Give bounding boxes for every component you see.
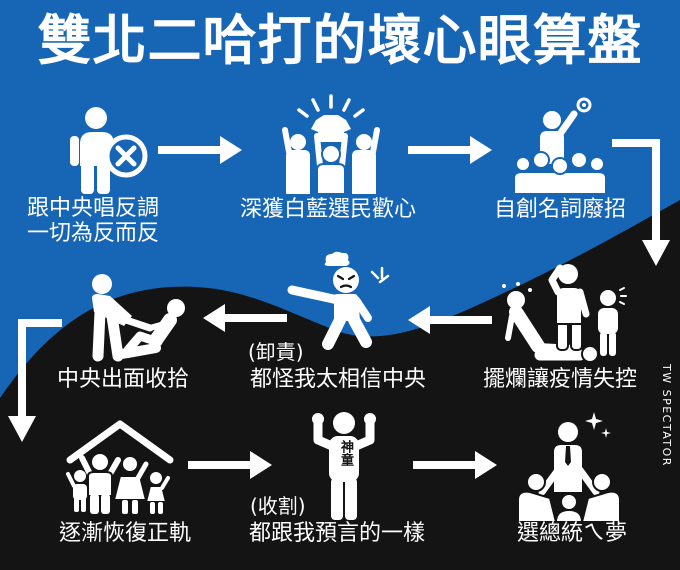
reject-x-circle	[104, 134, 148, 178]
step-1-label-line-2: 一切為反而反	[26, 221, 159, 246]
anger-spikes	[370, 266, 390, 284]
speaker-on-podium-icon	[513, 97, 607, 195]
arrow-3-to-4-icon	[612, 139, 670, 266]
arrow-4-to-5-icon	[408, 306, 492, 334]
step-5-tag: (卸責)	[248, 340, 304, 364]
crowd-person-right	[352, 127, 380, 194]
sick-people-icon	[502, 264, 627, 363]
crowd-person-center	[314, 133, 348, 195]
crowd-person-left	[282, 127, 310, 194]
step-9-label: 選總統ㄟ夢	[516, 521, 627, 546]
prodigy-badge: 神童	[338, 440, 353, 466]
cheering-crowd-icon	[282, 94, 380, 195]
family-child-left	[66, 470, 87, 512]
raised-arms	[313, 417, 375, 451]
lying-person	[534, 345, 599, 363]
cheering-person-icon	[312, 412, 376, 520]
arrow-1-to-2-icon	[158, 136, 242, 164]
follower-left	[517, 466, 562, 523]
step-2-label: 深獲白藍選民歡心	[239, 197, 416, 222]
sparkle-icon	[585, 412, 611, 438]
step-4-label: 擺爛讓疫情失控	[482, 367, 637, 392]
step-1-label-line-1: 跟中央唱反調	[26, 196, 159, 221]
person-rejecting-icon	[70, 107, 148, 194]
page-title: 雙北二哈打的壞心眼算盤	[37, 9, 643, 72]
coughing-child	[598, 287, 627, 356]
watermark: TW SPECTATOR	[660, 364, 673, 467]
pointing-blame-icon	[287, 251, 390, 350]
speech-ring	[576, 97, 592, 113]
arrow-7-to-8-icon	[188, 451, 272, 479]
arrow-8-to-9-icon	[413, 451, 497, 479]
arrow-6-to-7-icon	[8, 319, 62, 442]
arrow-2-to-3-icon	[408, 136, 492, 164]
follower-right	[576, 466, 621, 523]
person-figure	[70, 107, 114, 194]
leader-in-suit	[554, 422, 582, 492]
family-mother	[112, 457, 149, 514]
helper-person	[92, 274, 154, 362]
step-8-label: 都跟我預言的一樣	[248, 521, 425, 546]
helping-up-icon	[92, 274, 185, 362]
burst-lines	[297, 94, 365, 118]
roof	[66, 420, 174, 464]
family-child-right	[144, 472, 170, 514]
person-holding-head	[548, 264, 590, 351]
raised-jersey	[311, 115, 351, 142]
audience-crowd	[513, 151, 607, 195]
arrow-5-to-6-icon	[203, 304, 287, 332]
family-under-roof-icon	[66, 420, 174, 514]
follower-center	[554, 493, 584, 523]
step-1-label: 跟中央唱反調 一切為反而反	[13, 196, 173, 246]
step-7-label: 逐漸恢復正軌	[58, 521, 191, 546]
body	[329, 436, 359, 482]
leader-with-followers-icon	[517, 412, 621, 523]
step-8-tag: (收割)	[250, 494, 306, 518]
step-3-label: 自創名詞廢招	[493, 197, 626, 222]
family-father	[79, 454, 121, 514]
blaming-person	[287, 267, 372, 350]
step-5-label: 都怪我太相信中央	[249, 367, 426, 392]
step-6-label: 中央出面收拾	[56, 367, 189, 392]
head	[333, 412, 355, 434]
fallen-person	[117, 299, 185, 359]
angry-cloud	[324, 251, 350, 266]
